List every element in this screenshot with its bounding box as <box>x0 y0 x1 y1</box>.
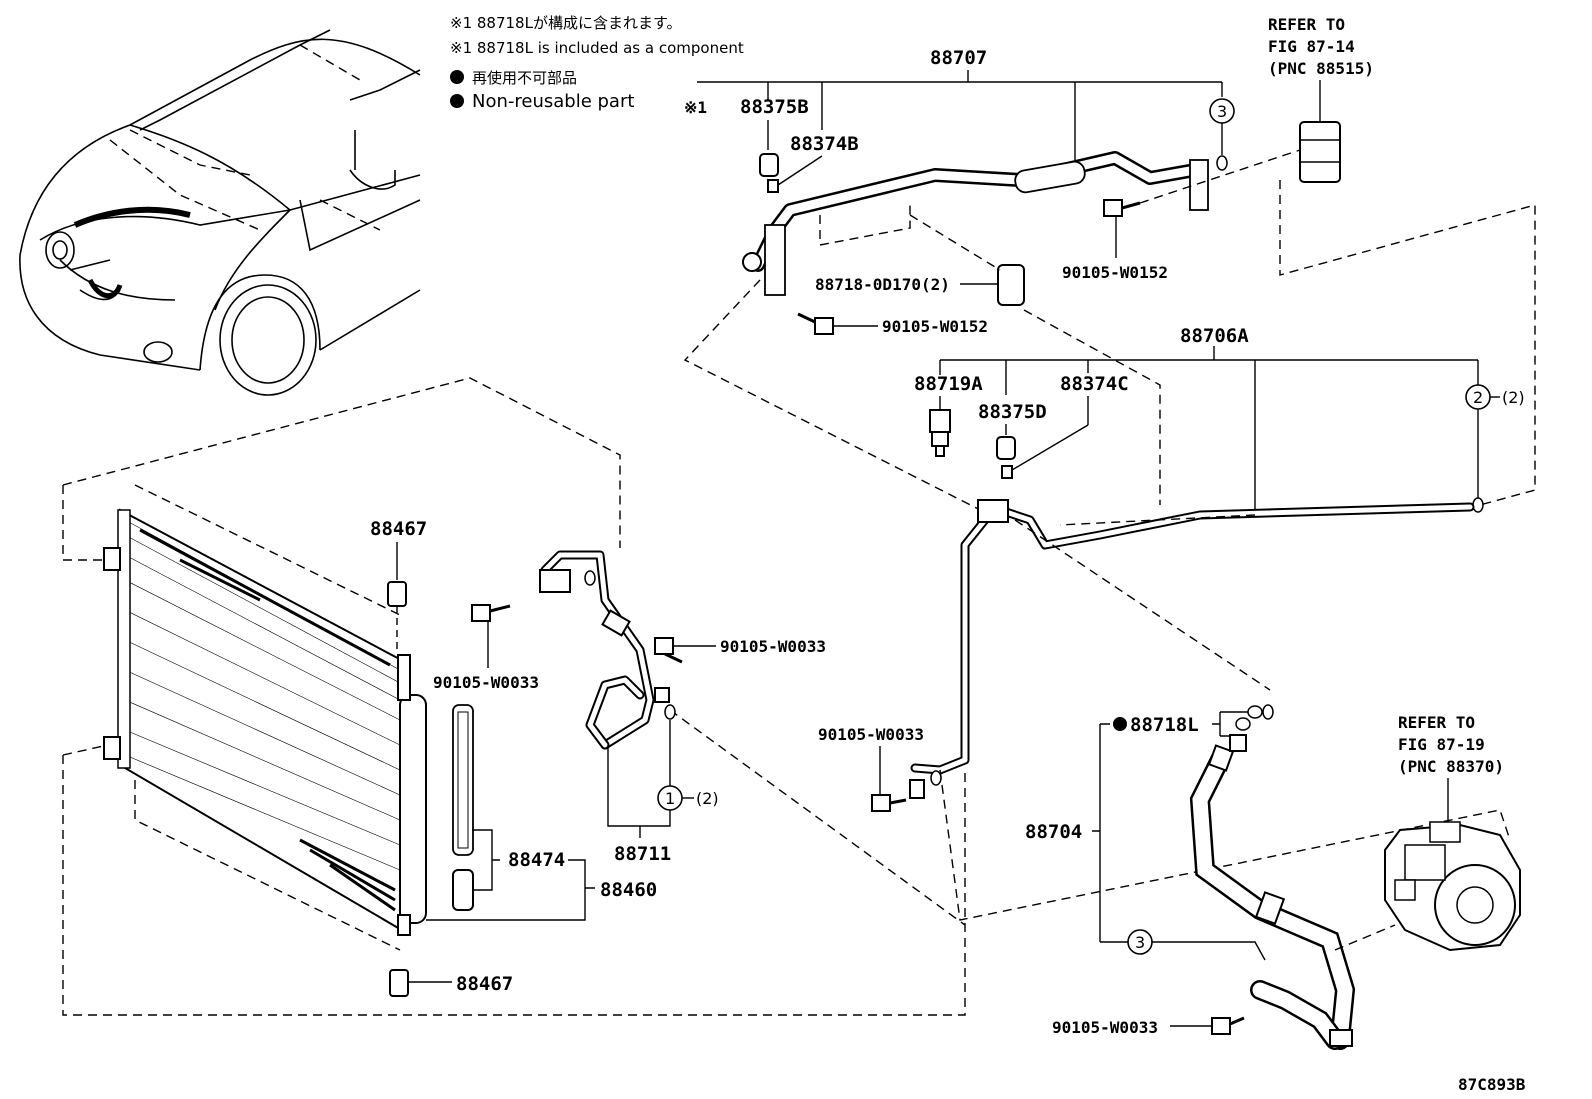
bolt-90105-W0152-lower-icon <box>797 312 834 335</box>
clamp-88718-0D170-icon <box>997 264 1025 306</box>
callout-1-quantity: (2) <box>696 789 719 808</box>
part-label-90105-W0033-mid[interactable]: 90105-W0033 <box>818 725 924 744</box>
non-reusable-bullet-icon <box>450 94 464 108</box>
condenser-core-icon <box>119 508 406 934</box>
part-label-88718L[interactable]: 88718L <box>1130 714 1199 736</box>
part-label-88375D[interactable]: 88375D <box>978 401 1047 423</box>
hose-88704-group: 88718L 88704 3 90105-W0033 <box>1025 704 1356 1050</box>
o-ring-icon <box>930 770 942 786</box>
o-ring-88718L-icon <box>1235 717 1251 731</box>
compressor-icon <box>1384 821 1521 952</box>
o-ring-icon <box>1216 155 1228 171</box>
pipe-88707-group: 88707 ※1 88375B 88374B 3 90105-W0152 <box>683 47 1301 521</box>
note-nonreusable-en: Non-reusable part <box>472 91 634 112</box>
o-ring-icon <box>1472 497 1484 513</box>
callout-3-number: 3 <box>1217 102 1227 121</box>
part-label-88375B[interactable]: 88375B <box>740 96 809 118</box>
non-reusable-bullet-icon <box>450 70 464 84</box>
pipe-joint-block-icon <box>977 499 1009 523</box>
hose-bracket-icon <box>539 569 571 593</box>
valve-core-88374B-icon <box>767 179 779 193</box>
pipe-88706A-group: 88706A 88719A 88375D 88374C 2 (2) <box>818 325 1525 921</box>
part-label-90105-W0033-right[interactable]: 90105-W0033 <box>720 637 826 656</box>
ref-bottom-line2: FIG 87-19 <box>1398 735 1485 754</box>
ref-bottom-line3: (PNC 88370) <box>1398 757 1504 776</box>
figure-code: 87C893B <box>1458 1075 1526 1094</box>
bolt-90105-W0033-mid-icon <box>871 794 907 812</box>
pipe-insulator-icon <box>1014 160 1086 194</box>
pipe-bracket-icon <box>764 224 786 296</box>
part-label-88704[interactable]: 88704 <box>1025 821 1082 843</box>
part-label-90105-W0152-lower[interactable]: 90105-W0152 <box>882 317 988 336</box>
hose-88711-group: 90105-W0033 1 (2) 88711 <box>539 550 826 865</box>
part-label-90105-W0033-left[interactable]: 90105-W0033 <box>433 673 539 692</box>
vehicle-illustration <box>19 29 421 396</box>
part-label-88719A[interactable]: 88719A <box>914 373 983 395</box>
hose-fitting-icon <box>1229 734 1247 752</box>
ref-top-line1: REFER TO <box>1268 15 1345 34</box>
o-ring-icon <box>664 704 676 720</box>
part-label-88374C[interactable]: 88374C <box>1060 373 1129 395</box>
part-label-88706A[interactable]: 88706A <box>1180 325 1249 347</box>
callout-2-quantity: (2) <box>1502 388 1525 407</box>
callout-2-number: 2 <box>1473 388 1483 407</box>
o-ring-88718L-icon <box>1247 705 1263 719</box>
part-label-88707[interactable]: 88707 <box>930 47 987 69</box>
note-nonreusable-jp: 再使用不可部品 <box>472 69 577 87</box>
part-label-90105-W0033-bottom[interactable]: 90105-W0033 <box>1052 1018 1158 1037</box>
condenser-group: 88467 88467 90105-W0033 88474 88460 <box>62 377 966 1016</box>
non-reusable-bullet-icon <box>1113 717 1127 731</box>
note-component-jp: ※1 88718Lが構成に含まれます。 <box>450 14 681 32</box>
note-mark-1: ※1 <box>684 98 707 117</box>
vehicle-leader-lines <box>109 44 381 231</box>
drain-plug-icon <box>452 869 474 911</box>
callout-1-number: 1 <box>665 789 675 808</box>
ref-bottom-line1: REFER TO <box>1398 713 1475 732</box>
condenser-bracket-icon <box>103 547 121 571</box>
part-label-88467-bottom[interactable]: 88467 <box>456 973 513 995</box>
cap-88375D-icon <box>996 436 1016 460</box>
bolt-90105-W0033-bottom-icon <box>1211 1016 1245 1035</box>
receiver-tank-icon <box>399 694 427 924</box>
bolt-90105-W0033-left-icon <box>471 604 511 622</box>
bolt-90105-W0033-right-icon <box>654 637 683 664</box>
service-port-icon <box>742 252 762 272</box>
expansion-valve-icon <box>1299 121 1341 183</box>
part-label-88718-0D170[interactable]: 88718-0D170(2) <box>815 275 950 294</box>
part-label-88460[interactable]: 88460 <box>600 879 657 901</box>
reference-fig-87-14: REFER TO FIG 87-14 (PNC 88515) <box>1268 15 1536 506</box>
part-label-88467-top[interactable]: 88467 <box>370 518 427 540</box>
part-label-88374B[interactable]: 88374B <box>790 133 859 155</box>
valve-core-88374C-icon <box>1001 465 1013 479</box>
part-label-88711[interactable]: 88711 <box>614 843 671 865</box>
note-component-en: ※1 88718L is included as a component <box>450 39 744 57</box>
notes-block: ※1 88718Lが構成に含まれます。 ※1 88718L is include… <box>450 14 744 112</box>
ref-top-line2: FIG 87-14 <box>1268 37 1355 56</box>
callout-3-number: 3 <box>1135 933 1145 952</box>
reference-fig-87-19: REFER TO FIG 87-19 (PNC 88370) <box>1334 713 1521 952</box>
pipe-flange-icon <box>1189 159 1209 211</box>
part-label-90105-W0152-upper[interactable]: 90105-W0152 <box>1062 263 1168 282</box>
condenser-bracket-icon <box>103 736 121 760</box>
cushion-88467-top-icon <box>387 581 407 607</box>
part-label-88474[interactable]: 88474 <box>508 849 565 871</box>
ref-top-line3: (PNC 88515) <box>1268 59 1374 78</box>
cushion-88467-bottom-icon <box>389 969 409 997</box>
bolt-90105-W0152-upper-icon <box>1103 199 1141 217</box>
pressure-switch-88719A-icon <box>929 409 951 433</box>
cap-88375B-icon <box>759 153 779 177</box>
pipe-bracket-icon <box>909 779 925 799</box>
